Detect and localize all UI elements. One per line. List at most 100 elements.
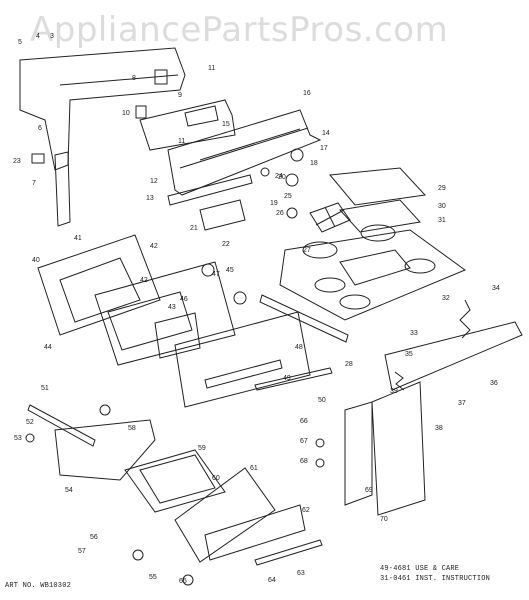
callout-70: 70: [380, 516, 388, 523]
back-panel: [19, 47, 186, 171]
callout-27: 27: [303, 247, 311, 254]
rod: [254, 367, 333, 391]
note-install: 31-0461 INST. INSTRUCTION: [380, 575, 491, 583]
trim-strip: [167, 174, 253, 206]
callout-68: 68: [300, 458, 308, 465]
callout-15: 15: [222, 121, 230, 128]
oven-front: [174, 311, 311, 408]
fitting: [25, 433, 35, 443]
callout-44: 44: [44, 344, 52, 351]
knob: [285, 173, 299, 187]
callout-31: 31: [438, 217, 446, 224]
fitting: [201, 263, 215, 277]
callout-22: 22: [222, 241, 230, 248]
callout-53: 53: [14, 435, 22, 442]
broiler-pan: [124, 449, 226, 513]
callout-29: 29: [438, 185, 446, 192]
burner-bowl: [302, 241, 338, 259]
callout-41: 41: [74, 235, 82, 242]
callout-28: 28: [345, 361, 353, 368]
callout-57: 57: [78, 548, 86, 555]
callout-45: 45: [226, 267, 234, 274]
fitting: [182, 574, 194, 586]
knob: [260, 167, 270, 177]
drawer-rail: [254, 539, 323, 566]
callout-66: 66: [300, 418, 308, 425]
cooktop-cover: [329, 167, 427, 206]
callout-26: 26: [276, 210, 284, 217]
back-panel-edge: [59, 74, 179, 86]
callout-60: 60: [212, 475, 220, 482]
callout-67: 67: [300, 438, 308, 445]
callout-52: 52: [26, 419, 34, 426]
callout-13: 13: [146, 195, 154, 202]
oven-door-frame: [37, 234, 161, 336]
callout-9: 9: [178, 92, 182, 99]
art-number: ART NO. WB10302: [5, 582, 72, 590]
knob: [286, 207, 298, 219]
callout-42: 42: [150, 243, 158, 250]
callout-3: 3: [50, 33, 54, 40]
drawer-front: [174, 467, 276, 563]
broiler-rail: [27, 404, 96, 447]
cooktop-burner: [404, 258, 436, 274]
callout-5: 5: [18, 39, 22, 46]
callout-11: 11: [178, 138, 185, 145]
callout-49: 49: [283, 375, 291, 382]
callout-33: 33: [410, 330, 418, 337]
oven-window: [154, 312, 201, 359]
cooktop-glass: [339, 199, 421, 233]
callout-50: 50: [318, 397, 326, 404]
callout-6: 6: [38, 125, 42, 132]
callout-21: 21: [190, 225, 198, 232]
callout-63: 63: [297, 570, 305, 577]
callout-32: 32: [442, 295, 450, 302]
side-panel: [384, 321, 523, 391]
front-strip: [259, 294, 349, 343]
oven-door: [94, 261, 236, 366]
fitting: [315, 458, 325, 468]
callout-38: 38: [435, 425, 443, 432]
knob: [290, 148, 304, 162]
control-panel: [167, 109, 322, 196]
callout-56: 56: [90, 534, 98, 541]
callout-16: 16: [303, 90, 311, 97]
side-panel-lower: [371, 381, 426, 516]
callout-39: 39: [390, 388, 398, 395]
fitting: [132, 549, 144, 561]
fitting: [315, 438, 325, 448]
callout-30: 30: [438, 203, 446, 210]
burner-grate: [309, 202, 351, 233]
switch-part: [31, 153, 45, 164]
bracket-part: [154, 69, 168, 85]
callout-19: 19: [270, 200, 278, 207]
callout-54: 54: [65, 487, 73, 494]
callout-11: 11: [208, 65, 215, 72]
callout-34: 34: [492, 285, 500, 292]
cooktop: [279, 229, 467, 321]
cooktop-burner: [339, 294, 371, 310]
side-panel-lower: [344, 401, 373, 506]
callout-10: 10: [122, 110, 130, 117]
side-strip: [54, 151, 71, 227]
callout-59: 59: [198, 445, 206, 452]
callout-36: 36: [490, 380, 498, 387]
callout-37: 37: [458, 400, 466, 407]
callout-23: 23: [13, 158, 21, 165]
callout-47: 47: [212, 271, 220, 278]
callout-4: 4: [36, 33, 40, 40]
fitting: [99, 404, 111, 416]
callout-35: 35: [405, 351, 413, 358]
vent-trim: [199, 199, 246, 231]
callout-8: 8: [132, 75, 136, 82]
spring: [394, 371, 405, 391]
callout-25: 25: [284, 193, 292, 200]
callout-61: 61: [250, 465, 258, 472]
callout-65: 65: [179, 578, 187, 585]
callout-7: 7: [32, 180, 36, 187]
callout-46: 46: [180, 296, 188, 303]
callout-17: 17: [320, 145, 328, 152]
callout-55: 55: [149, 574, 157, 581]
broiler-frame: [54, 419, 156, 481]
